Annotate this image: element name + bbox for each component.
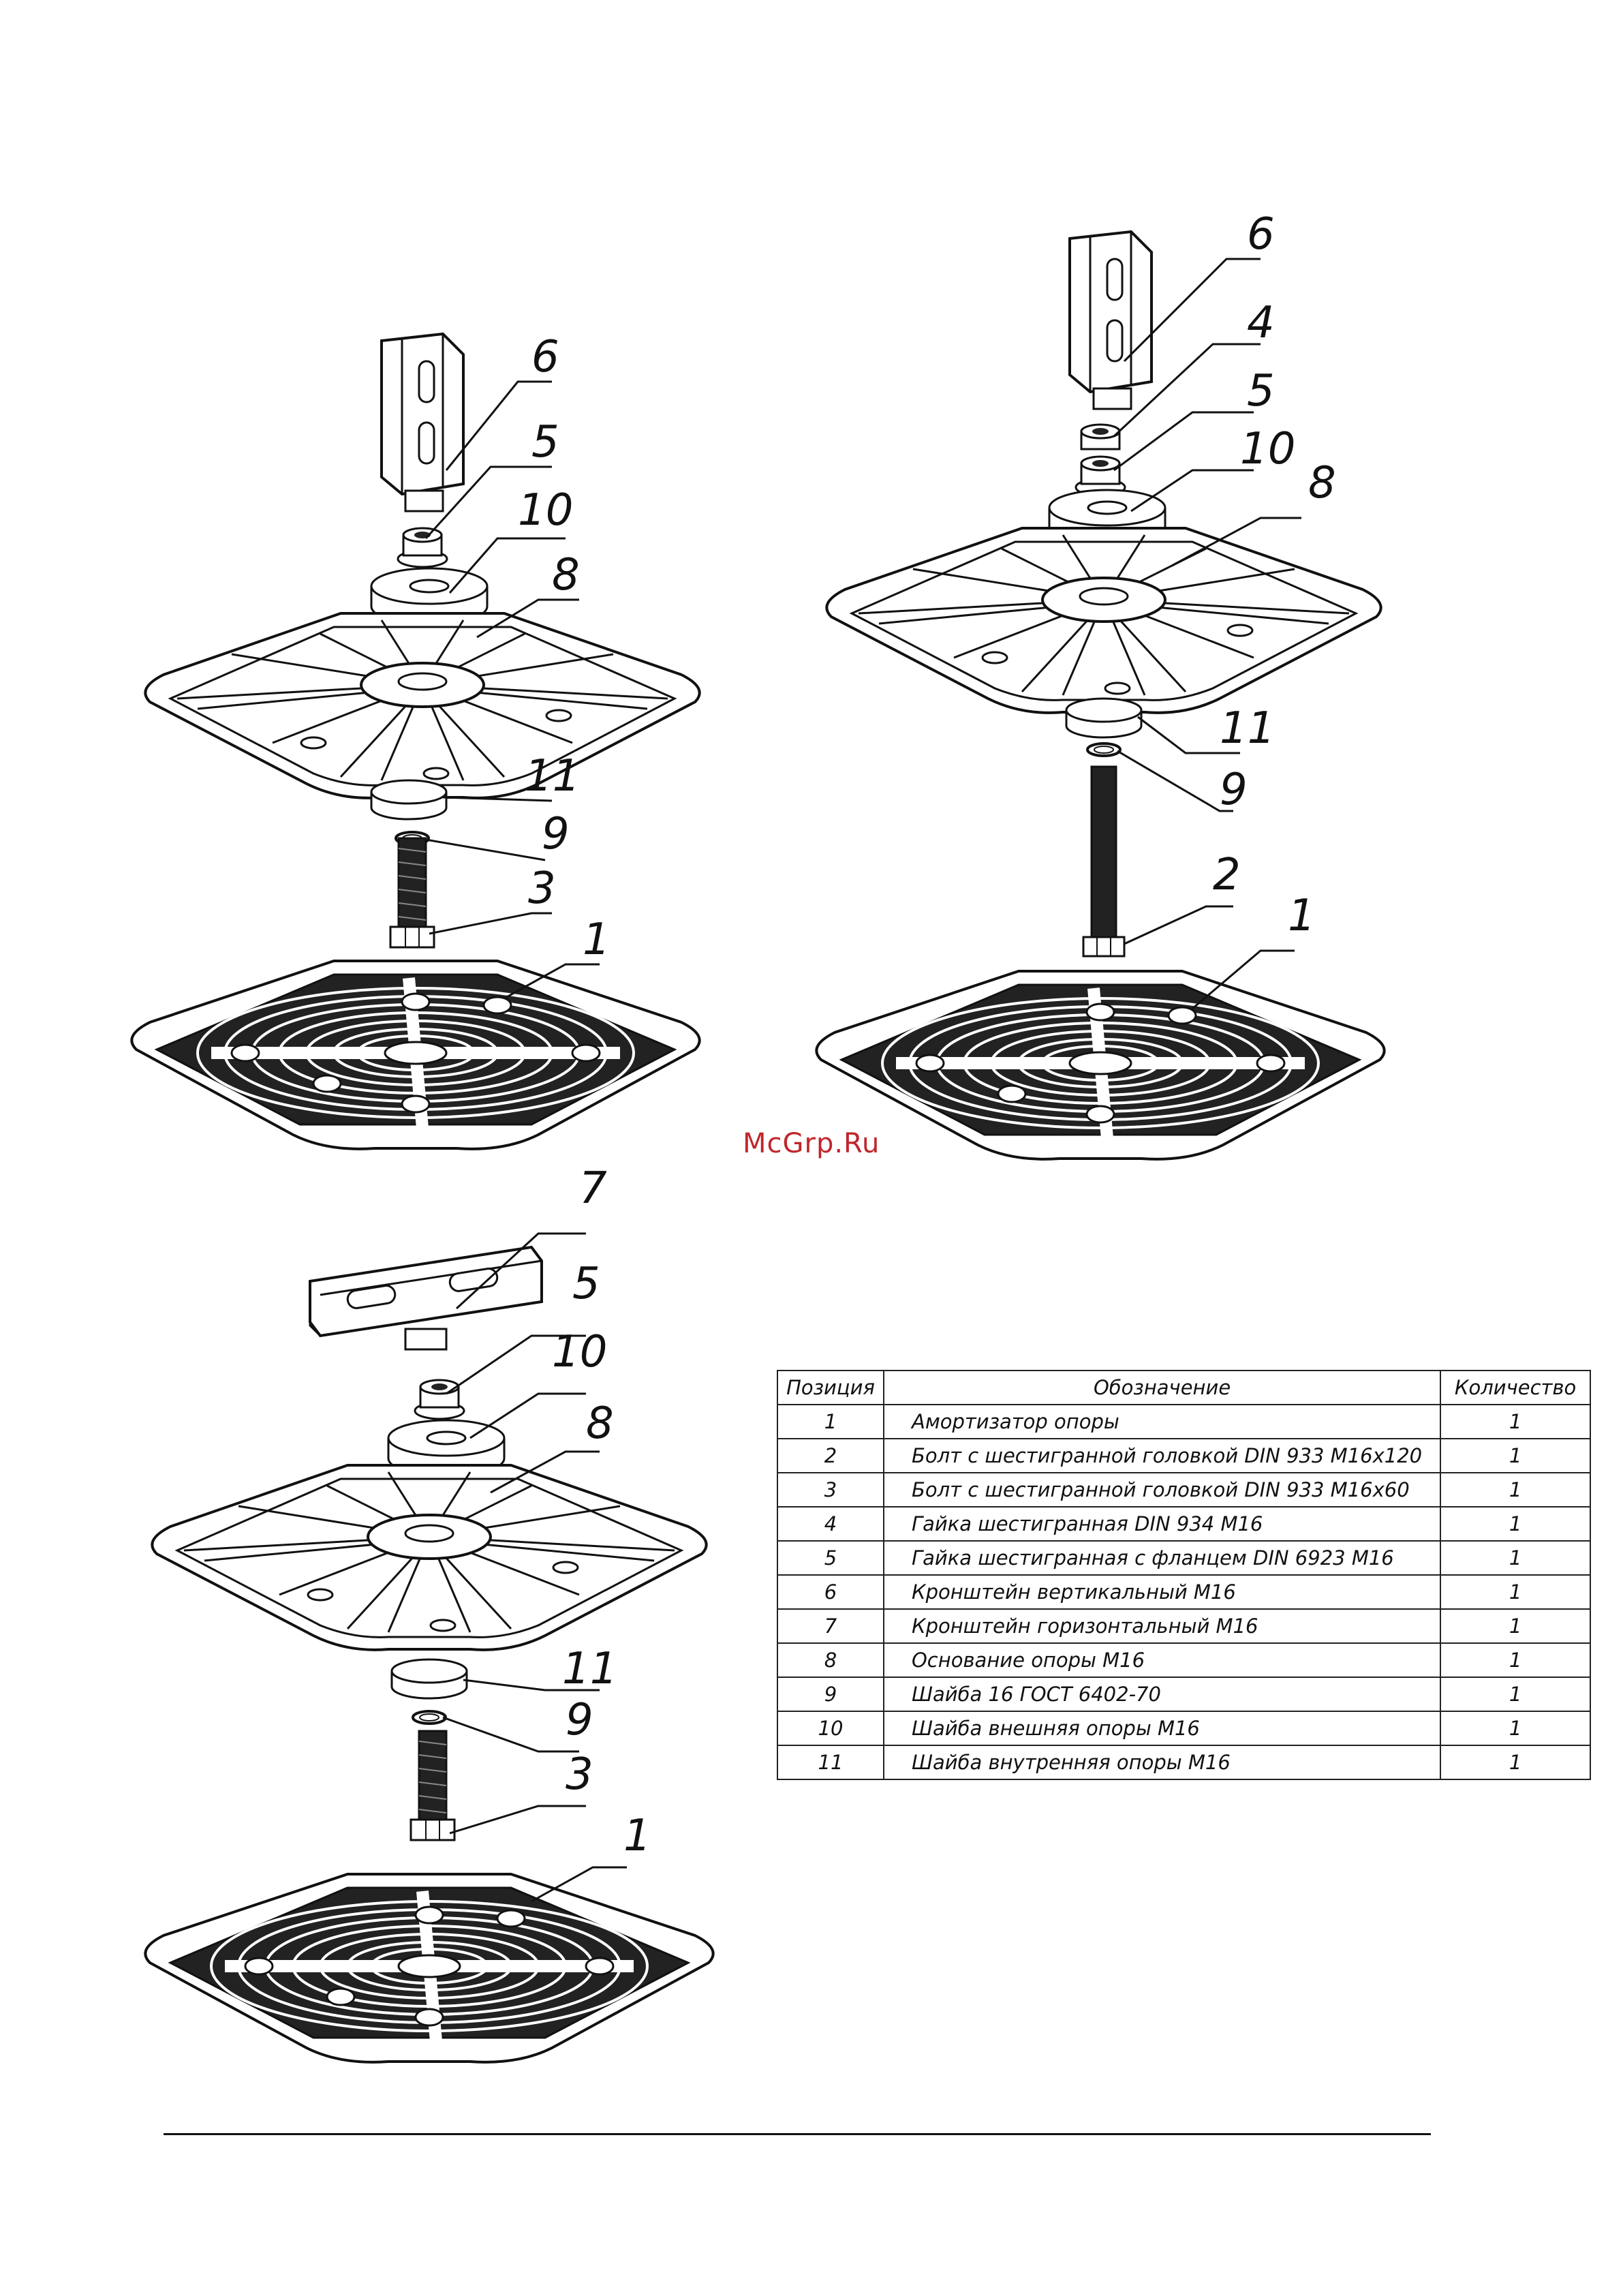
row-quantity: 1: [1440, 1404, 1591, 1439]
row-position: 5: [777, 1540, 884, 1576]
row-position: 11: [777, 1745, 884, 1780]
label-a1-1: 1: [583, 915, 610, 965]
row-quantity: 1: [1440, 1608, 1591, 1644]
label-a3-10: 10: [552, 1327, 607, 1377]
row-designation: Амортизатор опоры: [882, 1404, 1442, 1439]
row-designation: Гайка шестигранная DIN 934 M16: [882, 1506, 1442, 1542]
label-a1-6: 6: [531, 332, 559, 382]
row-designation: Шайба 16 ГОСТ 6402-70: [882, 1677, 1442, 1712]
label-a3-8: 8: [586, 1398, 614, 1449]
row-position: 3: [777, 1472, 884, 1507]
row-position: 4: [777, 1506, 884, 1542]
row-designation: Шайба внешняя опоры M16: [882, 1711, 1442, 1746]
row-position: 1: [777, 1404, 884, 1439]
label-a3-9: 9: [566, 1695, 593, 1745]
row-designation: Болт с шестигранной головкой DIN 933 M16…: [882, 1438, 1442, 1473]
row-designation: Кронштейн вертикальный M16: [882, 1574, 1442, 1610]
label-a2-6: 6: [1247, 209, 1275, 260]
row-designation: Гайка шестигранная с фланцем DIN 6923 M1…: [882, 1540, 1442, 1576]
header-designation: Обозначение: [882, 1370, 1442, 1405]
label-a1-9: 9: [542, 809, 570, 859]
label-a3-7: 7: [579, 1163, 607, 1214]
label-a2-9: 9: [1220, 765, 1248, 815]
row-quantity: 1: [1440, 1745, 1591, 1780]
row-quantity: 1: [1440, 1574, 1591, 1610]
label-a1-11: 11: [525, 751, 580, 801]
assembly-top-left: 6 5 10 8 11 9 3 1: [132, 332, 699, 1149]
label-a2-11: 11: [1220, 703, 1275, 754]
label-a1-5: 5: [531, 417, 559, 468]
label-a1-3: 3: [528, 863, 556, 914]
label-a3-11: 11: [562, 1644, 617, 1694]
row-designation: Болт с шестигранной головкой DIN 933 M16…: [882, 1472, 1442, 1507]
row-quantity: 1: [1440, 1472, 1591, 1507]
row-position: 10: [777, 1711, 884, 1746]
label-a2-10: 10: [1240, 424, 1295, 474]
row-quantity: 1: [1440, 1540, 1591, 1576]
label-a3-3: 3: [566, 1749, 593, 1800]
label-a1-10: 10: [518, 485, 573, 536]
header-quantity: Количество: [1440, 1370, 1591, 1405]
row-position: 9: [777, 1677, 884, 1712]
row-designation: Основание опоры M16: [882, 1642, 1442, 1678]
label-a2-1: 1: [1288, 891, 1316, 941]
row-position: 2: [777, 1438, 884, 1473]
assembly-top-right: 6 4 5 10 8 11 9 2 1: [816, 209, 1384, 1159]
row-quantity: 1: [1440, 1438, 1591, 1473]
label-a2-2: 2: [1213, 850, 1241, 900]
watermark: McGrp.Ru: [743, 1128, 880, 1159]
label-a2-4: 4: [1247, 298, 1275, 348]
row-position: 6: [777, 1574, 884, 1610]
label-a3-1: 1: [623, 1811, 651, 1861]
assembly-bottom-left: 7 5 10 8 11 9 3 1: [145, 1163, 713, 2062]
row-designation: Шайба внутренняя опоры M16: [882, 1745, 1442, 1780]
row-quantity: 1: [1440, 1642, 1591, 1678]
table-header-row: Позиция Обозначение Количество: [777, 1370, 1591, 1405]
label-a2-5: 5: [1247, 366, 1275, 416]
label-a2-8: 8: [1308, 458, 1336, 508]
row-quantity: 1: [1440, 1506, 1591, 1542]
row-position: 7: [777, 1608, 884, 1644]
row-designation: Кронштейн горизонтальный M16: [882, 1608, 1442, 1644]
row-position: 8: [777, 1642, 884, 1678]
footer-rule: [164, 2133, 1431, 2135]
row-quantity: 1: [1440, 1711, 1591, 1746]
label-a3-5: 5: [572, 1259, 600, 1309]
label-a1-8: 8: [552, 550, 580, 600]
row-quantity: 1: [1440, 1677, 1591, 1712]
header-position: Позиция: [777, 1370, 884, 1405]
